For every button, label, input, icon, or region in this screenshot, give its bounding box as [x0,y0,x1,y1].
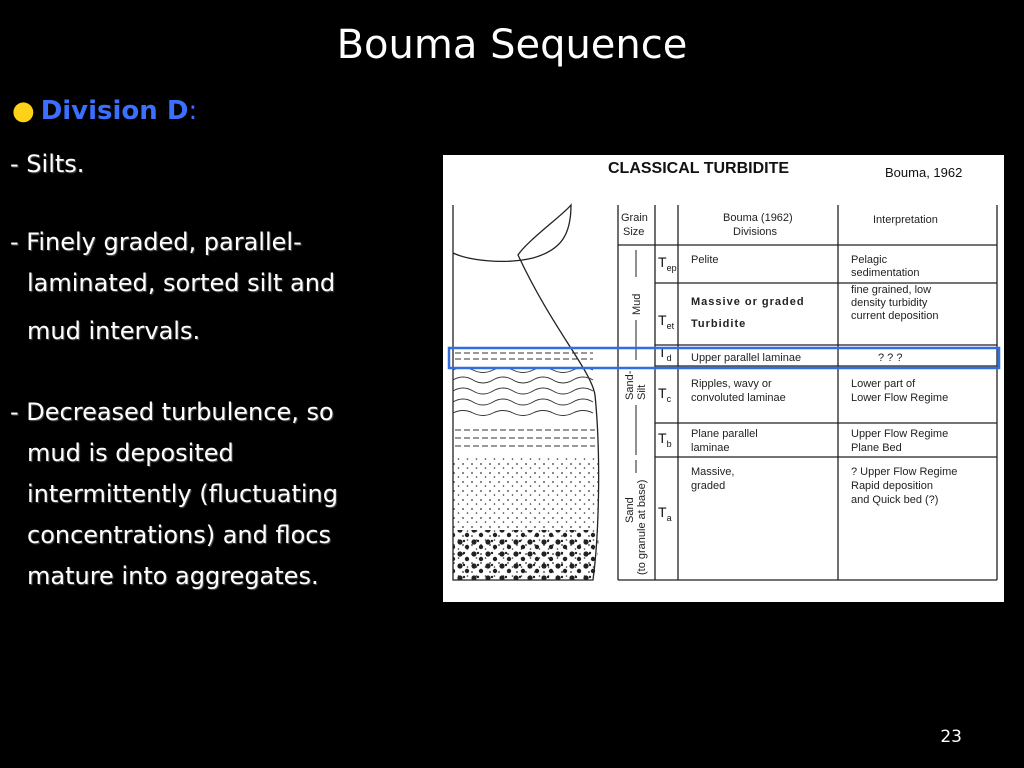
paragraph-turbulence: - Decreased turbulence, so mud is deposi… [10,392,338,597]
interp-c-2: Lower Flow Regime [851,392,948,404]
division-label: Division D [40,96,189,126]
para3-line1: - Decreased turbulence, so [10,398,334,426]
bullet-dot-icon: ● [12,96,35,126]
figure-heading: CLASSICAL TURBIDITE [608,160,789,177]
div-c-desc-1: Ripples, wavy or [691,378,772,390]
div-ep-symbol: Tep [658,254,677,273]
para3-line4: concentrations) and flocs [27,521,331,549]
div-a-desc-2: graded [691,480,725,492]
grain-sand-1: Sand [624,497,636,523]
div-a-desc-1: Massive, [691,466,734,478]
paragraph-silts: - Silts. [10,144,84,185]
table-grid [617,205,998,581]
slide-number: 23 [940,727,962,747]
para1-text: - Silts. [10,150,85,178]
para3-line2: mud is deposited [27,439,234,467]
interp-ep-2: sedimentation [851,267,920,279]
div-et-symbol: Tet [658,312,675,331]
div-b-desc-1: Plane parallel [691,428,758,440]
interpretation-header: Interpretation [873,214,938,226]
interp-et-1: fine grained, low [851,284,931,296]
turbidite-diagram: CLASSICAL TURBIDITE Bouma, 1962 Grain Si… [447,160,1001,581]
divisions-header-2: Divisions [733,226,778,238]
grain-sandsilt-2: Silt [636,385,648,400]
grain-sandsilt-1: Sand- [624,370,636,400]
grain-sand-2: (to granule at base) [636,480,648,575]
interp-c-1: Lower part of [851,378,916,390]
grain-header-2: Size [623,226,644,238]
interp-d: ? ? ? [878,352,902,364]
division-colon: : [188,96,198,126]
para3-line3: intermittently (fluctuating [27,480,338,508]
divisions-header-1: Bouma (1962) [723,212,793,224]
division-d-highlight [447,346,1001,370]
para3-line5: mature into aggregates. [27,562,319,590]
paragraph-finely-graded: - Finely graded, parallel- laminated, so… [10,222,335,352]
interp-et-2: density turbidity [851,297,928,309]
slide-title: Bouma Sequence [336,22,688,68]
div-d-desc: Upper parallel laminae [691,352,801,364]
div-et-desc-1: Massive or graded [691,296,805,308]
div-c-desc-2: convoluted laminae [691,392,786,404]
div-b-symbol: Tb [658,430,672,449]
sediment-column-drawing [452,203,600,581]
para2-line1: - Finely graded, parallel- [10,228,302,256]
interp-a-2: Rapid deposition [851,480,933,492]
grain-mud: Mud [631,294,643,315]
div-c-symbol: Tc [658,385,672,404]
interp-ep-1: Pelagic [851,254,888,266]
div-a-symbol: Ta [658,504,672,523]
interp-a-1: ? Upper Flow Regime [851,466,957,478]
interp-b-2: Plane Bed [851,442,902,454]
para2-line3: mud intervals. [27,317,201,345]
bullet-heading: ●Division D: [12,96,197,126]
div-b-desc-2: laminae [691,442,730,454]
figure-citation: Bouma, 1962 [885,165,962,180]
div-ep-desc: Pelite [691,254,719,266]
turbidite-figure: CLASSICAL TURBIDITE Bouma, 1962 Grain Si… [443,155,1004,602]
interp-b-1: Upper Flow Regime [851,428,948,440]
div-et-desc-2: Turbidite [691,318,746,330]
para2-line2: laminated, sorted silt and [27,269,336,297]
interp-et-3: current deposition [851,310,938,322]
interp-a-3: and Quick bed (?) [851,494,938,506]
div-d-symbol: Td [658,344,672,363]
grain-header-1: Grain [621,212,648,224]
